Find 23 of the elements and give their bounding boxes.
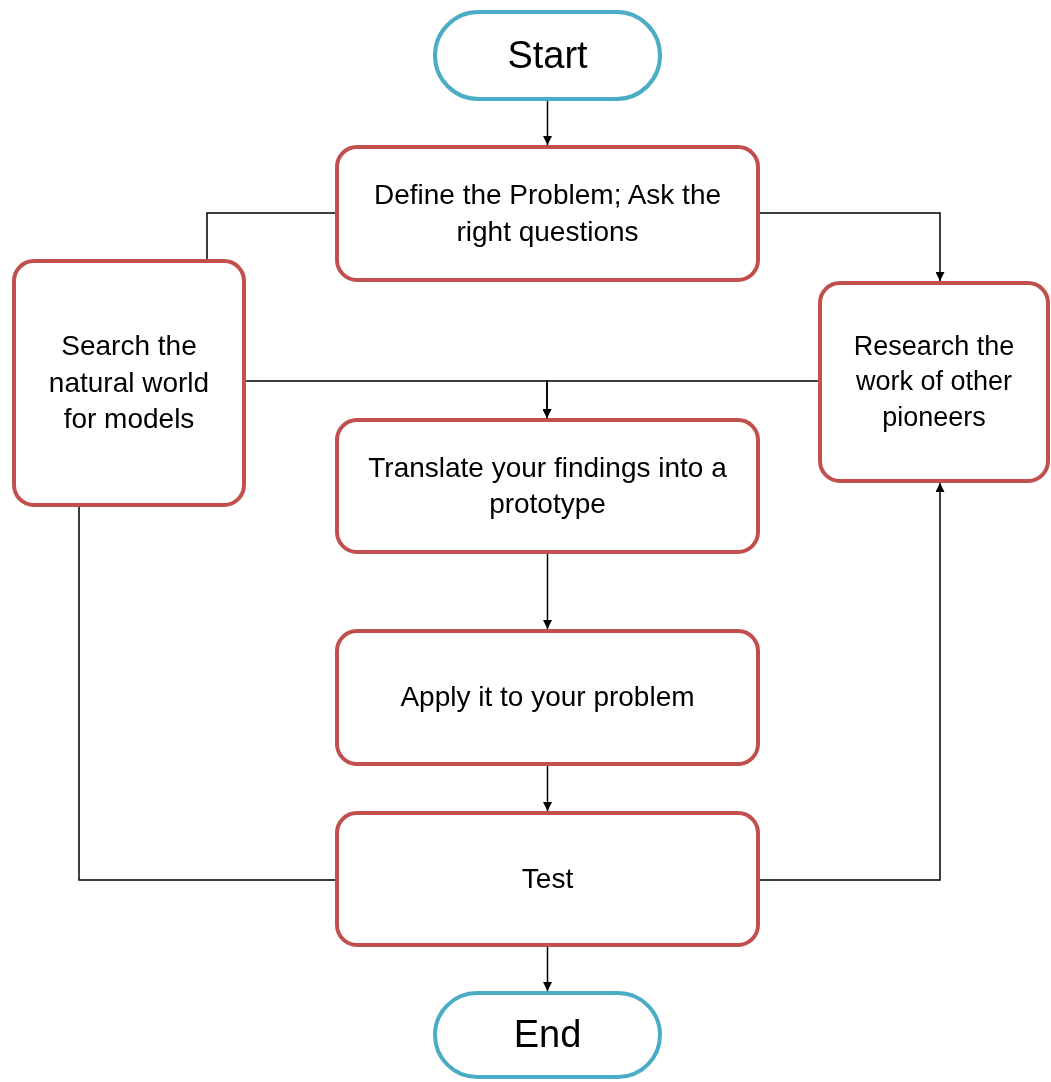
connector-line (78, 506, 336, 881)
arrow (759, 212, 945, 282)
node-text: Search the natural world for models (47, 329, 211, 437)
arrow (543, 946, 552, 992)
node-text: End (513, 1012, 582, 1058)
arrow (759, 482, 945, 881)
arrow (543, 553, 552, 630)
connector-line (206, 212, 336, 260)
node-text: Apply it to your problem (400, 680, 695, 715)
arrow (542, 380, 819, 419)
process-box (335, 811, 760, 947)
node-text: Start (507, 32, 588, 78)
arrow (543, 765, 552, 812)
process-box (335, 145, 760, 282)
process-box (335, 418, 760, 554)
node-text: Research the work of other pioneers (852, 330, 1016, 434)
process-box (335, 629, 760, 766)
arrow (543, 100, 552, 146)
node-text: Define the Problem; Ask the right questions (372, 178, 723, 249)
node-text: Translate your findings into a prototype (367, 450, 728, 521)
process-box (818, 281, 1050, 483)
process-box (12, 259, 246, 507)
node-text: Test (521, 861, 574, 896)
